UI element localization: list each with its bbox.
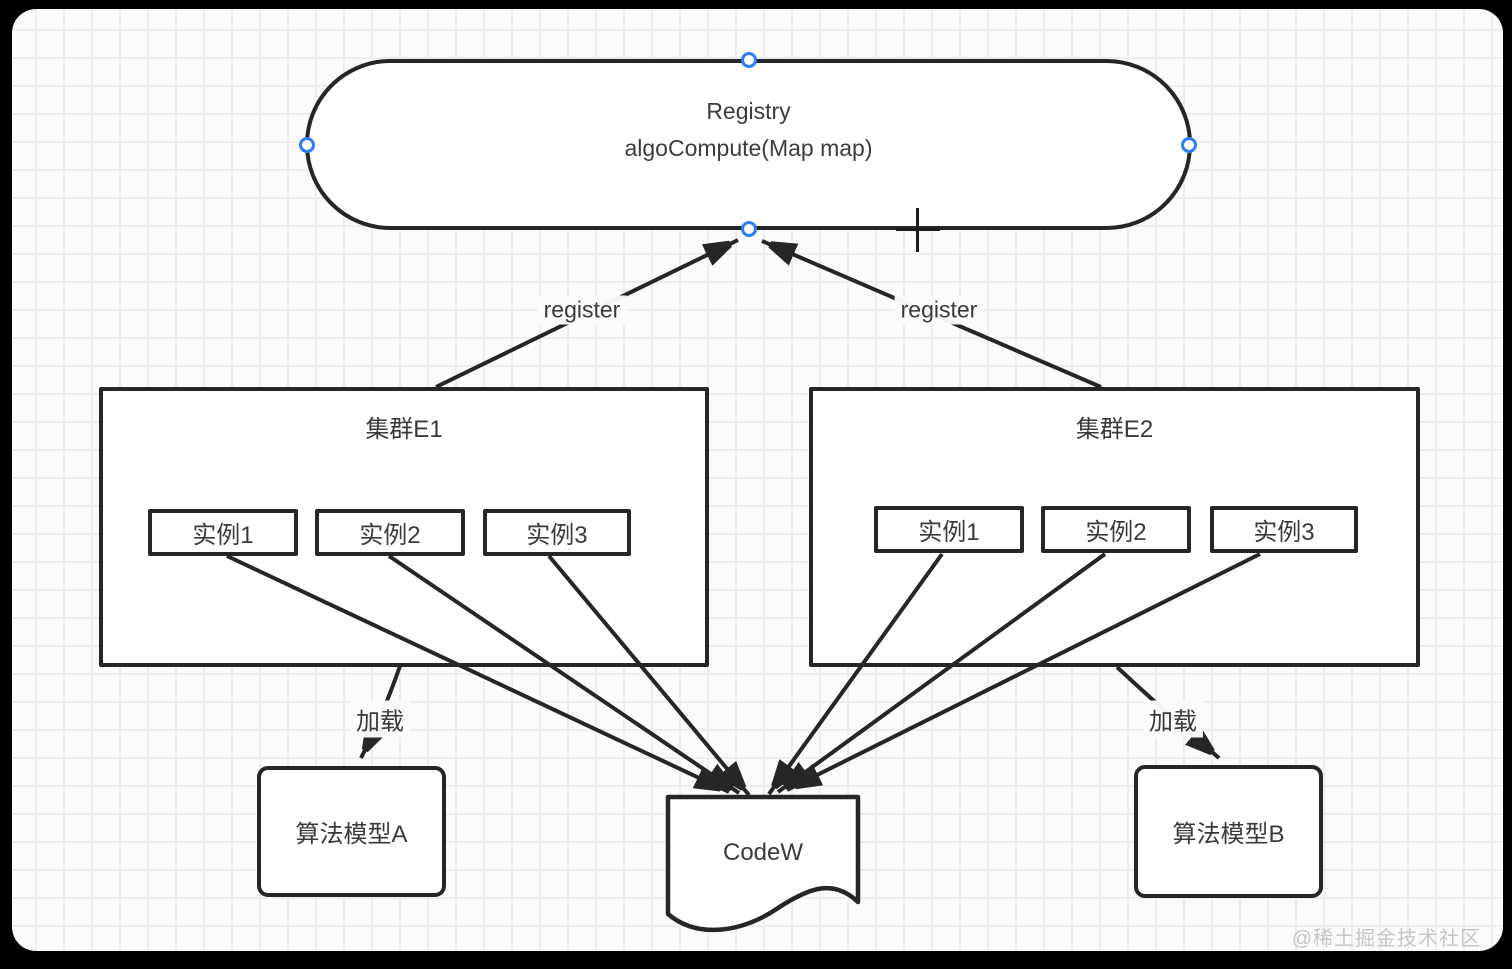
model-a-label: 算法模型A <box>295 821 408 848</box>
cluster-e2-instance-2[interactable]: 实例2 <box>1041 506 1191 553</box>
cluster-e1-instance-1[interactable]: 实例1 <box>148 509 298 556</box>
edges-layer <box>226 238 1261 797</box>
edge-e1-instance3-codew[interactable] <box>547 554 751 797</box>
registry-node[interactable]: Registry algoCompute(Map map) <box>305 59 1192 230</box>
edge-e2-instance1-codew[interactable] <box>767 552 944 796</box>
edge-e1-instance1-codew[interactable] <box>226 554 730 794</box>
model-b-label: 算法模型B <box>1172 821 1285 848</box>
codew-label: CodeW <box>722 839 804 866</box>
model-b-node[interactable]: 算法模型B <box>1134 765 1323 898</box>
registry-subtitle: algoCompute(Map map) <box>624 135 873 161</box>
edge-label-register-right[interactable]: register <box>894 295 984 325</box>
instance-label: 实例3 <box>526 522 588 549</box>
edge-e2-instance3-codew[interactable] <box>786 552 1261 792</box>
cluster-e2-node[interactable]: 集群E2 实例1 实例2 实例3 <box>809 387 1420 667</box>
edge-e1-instance2-codew[interactable] <box>387 554 741 795</box>
registry-title: Registry <box>706 98 791 124</box>
edge-label-load-left[interactable]: 加载 <box>350 700 410 738</box>
instance-label: 实例3 <box>1253 519 1315 546</box>
connection-handle-bottom[interactable] <box>741 221 757 237</box>
cluster-e2-instance-1[interactable]: 实例1 <box>874 506 1024 553</box>
connection-handle-right[interactable] <box>1181 137 1197 153</box>
cluster-e1-node[interactable]: 集群E1 实例1 实例2 实例3 <box>99 387 709 667</box>
model-a-node[interactable]: 算法模型A <box>257 766 446 897</box>
cluster-e1-instance-2[interactable]: 实例2 <box>315 509 465 556</box>
cluster-e2-title: 集群E2 <box>1075 416 1154 443</box>
edge-label-register-left[interactable]: register <box>537 295 627 325</box>
cluster-e2-instance-3[interactable]: 实例3 <box>1210 506 1358 553</box>
instance-label: 实例2 <box>1085 519 1147 546</box>
instance-label: 实例2 <box>359 522 421 549</box>
edge-label-load-right[interactable]: 加载 <box>1143 700 1203 738</box>
edge-e2-instance2-codew[interactable] <box>776 552 1107 794</box>
watermark: @稀土掘金技术社区 <box>1291 928 1481 950</box>
instance-label: 实例1 <box>918 519 980 546</box>
document-shape-icon <box>665 794 861 933</box>
connection-handle-top[interactable] <box>741 52 757 68</box>
diagram-canvas[interactable]: Registry algoCompute(Map map) 集群E1 实例1 实… <box>12 9 1503 951</box>
cluster-e1-title: 集群E1 <box>365 416 443 443</box>
connection-handle-left[interactable] <box>299 137 315 153</box>
instance-label: 实例1 <box>192 522 254 549</box>
cluster-e1-instance-3[interactable]: 实例3 <box>483 509 631 556</box>
codew-document-node[interactable]: CodeW <box>664 793 862 953</box>
